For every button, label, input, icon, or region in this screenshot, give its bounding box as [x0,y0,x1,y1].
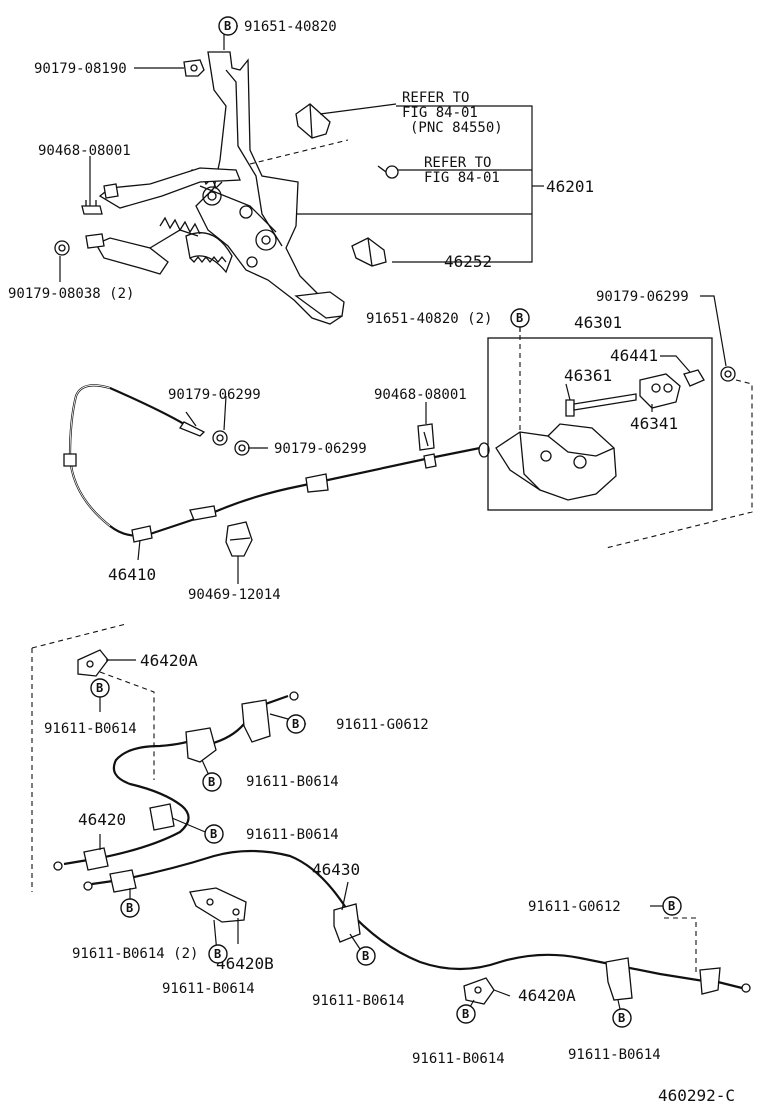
bracket-46420A-top [77,649,109,677]
badge-b-91611-g0612-a: B [286,714,306,734]
figure-code: 460292-C [658,1086,735,1105]
badge-b-91611-g0612-a-letter: B [292,717,299,731]
label-91611-B0614-d: 91611-B0614 (2) [72,946,198,962]
nut-90179-08038 [54,233,105,256]
badge-b-91611-h-letter: B [618,1011,625,1025]
front-cable-46410 [63,384,490,543]
badge-b-91611-e-letter: B [214,947,221,961]
label-46420B: 46420B [216,954,274,973]
clip-90179-08190 [183,59,205,77]
label-91611-G0612-b: 91611-G0612 [528,899,621,915]
bushing-46441 [683,369,705,387]
label-46301: 46301 [574,313,622,332]
rear-cable-46430 [83,849,751,1001]
nut-90179-06299-a [212,430,228,446]
label-46201: 46201 [546,177,594,196]
label-46252: 46252 [444,252,492,271]
label-46420A-top: 46420A [140,651,198,670]
badge-b-top-letter: B [224,19,231,33]
label-90468-08001-top: 90468-08001 [38,143,131,159]
clip-90469-12014 [225,521,253,557]
label-refer1-line2: FIG 84-01 [402,105,478,121]
bracket-46341 [639,373,681,409]
badge-b-91611-g: B [456,1004,476,1024]
label-91611-B0614-a: 91611-B0614 [44,721,137,737]
bracket-46420A-bottom [463,977,495,1005]
label-90179-08038: 90179-08038 (2) [8,286,134,302]
label-46341: 46341 [630,414,678,433]
pedal-bracket-assembly [95,51,345,325]
label-90179-08190: 90179-08190 [34,61,127,77]
badge-b-91611-g-letter: B [462,1007,469,1021]
label-46420A-bottom: 46420A [518,986,576,1005]
label-refer1-line1: REFER TO [402,90,469,106]
refer-bolt [377,165,399,179]
badge-b-91611-e: B [208,944,228,964]
badge-b-91611-d: B [120,898,140,918]
label-91611-G0612-a: 91611-G0612 [336,717,429,733]
badge-b-top: B [218,16,238,36]
label-91651-40820-top: 91651-40820 [244,19,337,35]
badge-b-91611-f-letter: B [362,949,369,963]
label-90469-12014: 90469-12014 [188,587,281,603]
label-refer1-line3: (PNC 84550) [410,120,503,136]
clip-90468-mid [417,423,435,451]
bracket-46420B [189,887,247,923]
label-46430: 46430 [312,860,360,879]
refer-part-84550 [295,103,331,139]
equalizer-bracket-46301 [495,423,617,501]
label-91611-B0614-f: 91611-B0614 [312,993,405,1009]
label-90468-08001-mid: 90468-08001 [374,387,467,403]
bolt-90468-top [81,183,119,215]
label-91611-B0614-b: 91611-B0614 [246,774,339,790]
badge-b-91611-g0612-b-letter: B [668,899,675,913]
badge-b-91611-f: B [356,946,376,966]
nut-90179-06299-b [234,440,250,456]
label-90179-06299-right: 90179-06299 [596,289,689,305]
label-91611-B0614-e: 91611-B0614 [162,981,255,997]
badge-b-91611-g0612-b: B [662,896,682,916]
label-46420: 46420 [78,810,126,829]
label-refer2-line2: FIG 84-01 [424,170,500,186]
badge-b-91611-a: B [90,678,110,698]
badge-b-91611-a-letter: B [96,681,103,695]
label-46361: 46361 [564,366,612,385]
badge-b-mid-letter: B [516,311,523,325]
badge-b-91611-d-letter: B [126,901,133,915]
badge-b-91611-b-letter: B [208,775,215,789]
nut-90179-06299-right [720,366,736,382]
part-46252 [351,237,387,267]
badge-b-mid: B [510,308,530,328]
bolt-46361 [565,393,637,417]
label-refer2-line1: REFER TO [424,155,491,171]
badge-b-91611-h: B [612,1008,632,1028]
rear-cable-46420 [53,691,299,871]
label-91611-B0614-c: 91611-B0614 [246,827,339,843]
badge-b-91611-b: B [202,772,222,792]
equalizer-assembly-box [487,337,713,511]
label-91611-B0614-h: 91611-B0614 [568,1047,661,1063]
label-91611-B0614-g: 91611-B0614 [412,1051,505,1067]
badge-b-91611-c-letter: B [210,827,217,841]
label-46410: 46410 [108,565,156,584]
label-90179-06299-b: 90179-06299 [274,441,367,457]
label-91651-40820-mid: 91651-40820 (2) [366,311,492,327]
label-46441: 46441 [610,346,658,365]
badge-b-91611-c: B [204,824,224,844]
label-90179-06299-a: 90179-06299 [168,387,261,403]
